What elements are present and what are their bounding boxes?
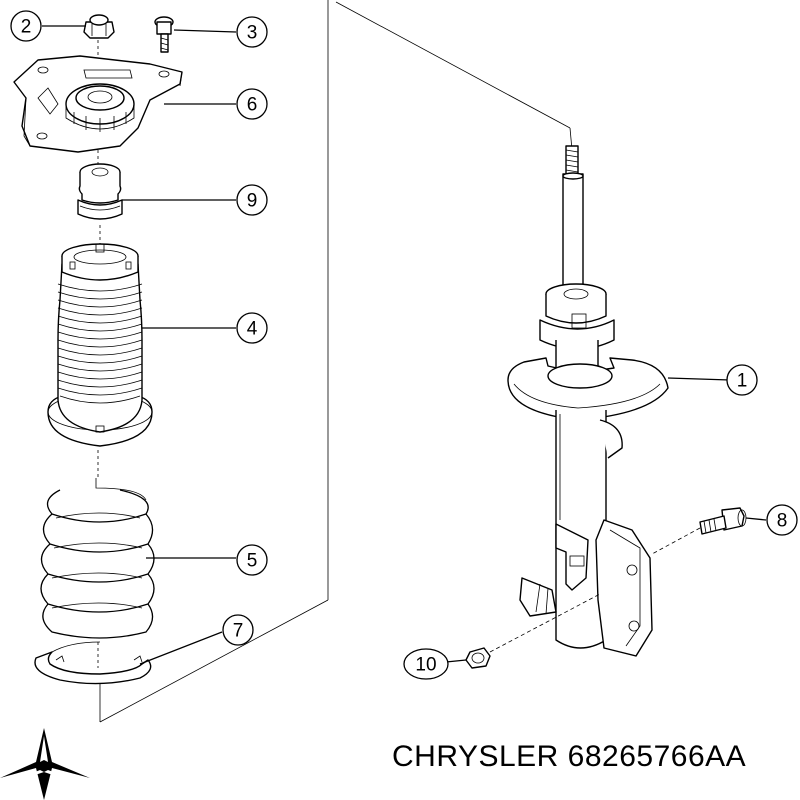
callout-9: 9 xyxy=(236,184,268,216)
pentastar-logo xyxy=(0,728,90,800)
leader-lines xyxy=(42,25,767,665)
part-5-coil-spring xyxy=(40,478,155,639)
callout-10-label: 10 xyxy=(415,655,436,676)
callout-10: 10 xyxy=(403,648,449,680)
callout-7: 7 xyxy=(222,614,254,646)
callout-3-label: 3 xyxy=(247,23,258,44)
callout-6: 6 xyxy=(236,88,268,120)
callout-2: 2 xyxy=(10,10,42,42)
part-9-jounce-bumper xyxy=(77,163,123,220)
callout-1-label: 1 xyxy=(737,371,748,392)
callout-3: 3 xyxy=(236,16,268,48)
part-7-lower-isolator xyxy=(34,641,152,685)
callout-8-label: 8 xyxy=(777,511,788,532)
panel-border xyxy=(99,0,573,723)
part-8-bolt xyxy=(699,507,747,535)
part-1-strut-assembly xyxy=(507,145,669,657)
callout-6-label: 6 xyxy=(247,95,258,116)
callout-4-label: 4 xyxy=(247,319,258,340)
callout-9-label: 9 xyxy=(247,191,258,212)
callout-2-label: 2 xyxy=(21,17,32,38)
part-3-bolt xyxy=(154,16,174,53)
callout-8: 8 xyxy=(766,504,798,536)
callout-1: 1 xyxy=(726,364,758,396)
callout-5-label: 5 xyxy=(247,551,258,572)
part-2-nut xyxy=(83,14,115,39)
callout-7-label: 7 xyxy=(233,621,244,642)
part-6-upper-mount xyxy=(13,55,183,153)
callout-5: 5 xyxy=(236,544,268,576)
part-10-nut xyxy=(465,647,491,669)
part-number-caption: CHRYSLER 68265766AA xyxy=(392,740,747,773)
part-4-dust-boot xyxy=(47,243,153,447)
callout-4: 4 xyxy=(236,312,268,344)
